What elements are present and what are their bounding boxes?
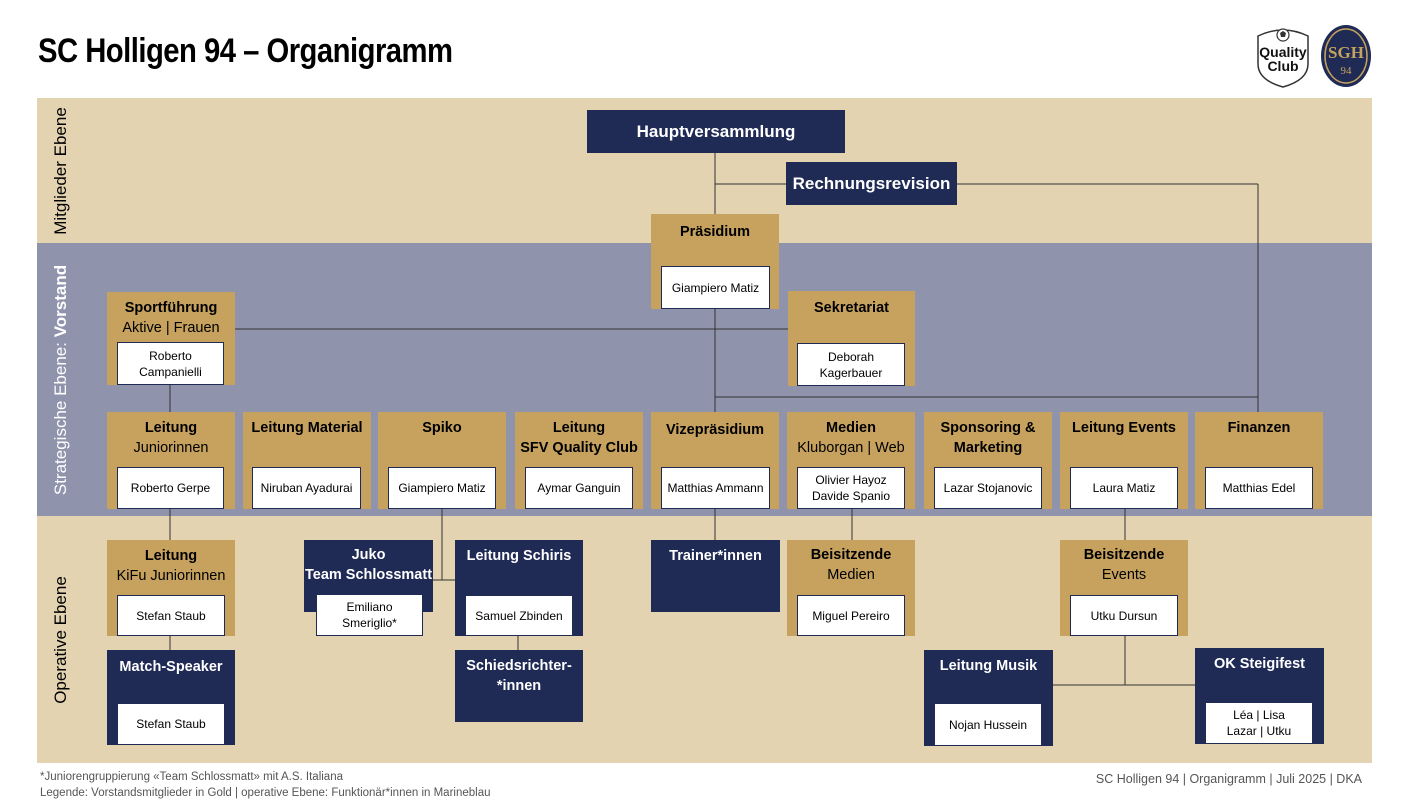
footer-note-1: *Juniorengruppierung «Team Schlossmatt» …	[40, 771, 343, 783]
sc-holligen-logo-text: SGH	[1328, 43, 1364, 62]
beisitzende-events-person: Utku Dursun	[1070, 595, 1178, 636]
finanzen-person: Matthias Edel	[1205, 467, 1313, 509]
page-title: SC Holligen 94 – Organigramm	[38, 32, 453, 70]
trainer-box: Trainer*innen	[651, 540, 780, 612]
schiedsrichter-box: Schiedsrichter-*innen	[455, 650, 583, 722]
sponsoring-person: Lazar Stojanovic	[934, 467, 1042, 509]
juniorinnen-person: Roberto Gerpe	[117, 467, 224, 509]
spiko-person: Giampiero Matiz	[388, 467, 496, 509]
sfv-person: Aymar Ganguin	[525, 467, 633, 509]
kifu-person: Stefan Staub	[117, 595, 225, 636]
rechnungsrevision-box: Rechnungsrevision	[786, 162, 957, 205]
material-person: Niruban Ayadurai	[252, 467, 361, 509]
hauptversammlung-box: Hauptversammlung	[587, 110, 845, 153]
sc-holligen-logo-sub: 94	[1341, 65, 1353, 77]
events-person: Laura Matiz	[1070, 467, 1178, 509]
musik-person: Nojan Hussein	[934, 703, 1042, 746]
musik-box: Leitung Musik	[924, 650, 1053, 746]
vize-person: Matthias Ammann	[661, 467, 770, 509]
quality-club-logo: Quality Club	[1257, 28, 1309, 88]
footer-credit: SC Holligen 94 | Organigramm | Juli 2025…	[1095, 772, 1362, 786]
quality-club-logo-text-1: Quality	[1259, 44, 1307, 60]
footer-notes: *Juniorengruppierung «Team Schlossmatt» …	[40, 769, 491, 801]
quality-club-logo-text-2: Club	[1267, 58, 1298, 74]
matchspeaker-person: Stefan Staub	[117, 703, 225, 745]
sc-holligen-logo: SGH 94	[1321, 25, 1371, 87]
beisitzende-medien-person: Miguel Pereiro	[797, 595, 905, 636]
praesidium-person: Giampiero Matiz	[661, 266, 770, 309]
footer-note-2: Legende: Vorstandsmitglieder in Gold | o…	[40, 787, 491, 799]
schiris-person: Samuel Zbinden	[465, 595, 573, 636]
